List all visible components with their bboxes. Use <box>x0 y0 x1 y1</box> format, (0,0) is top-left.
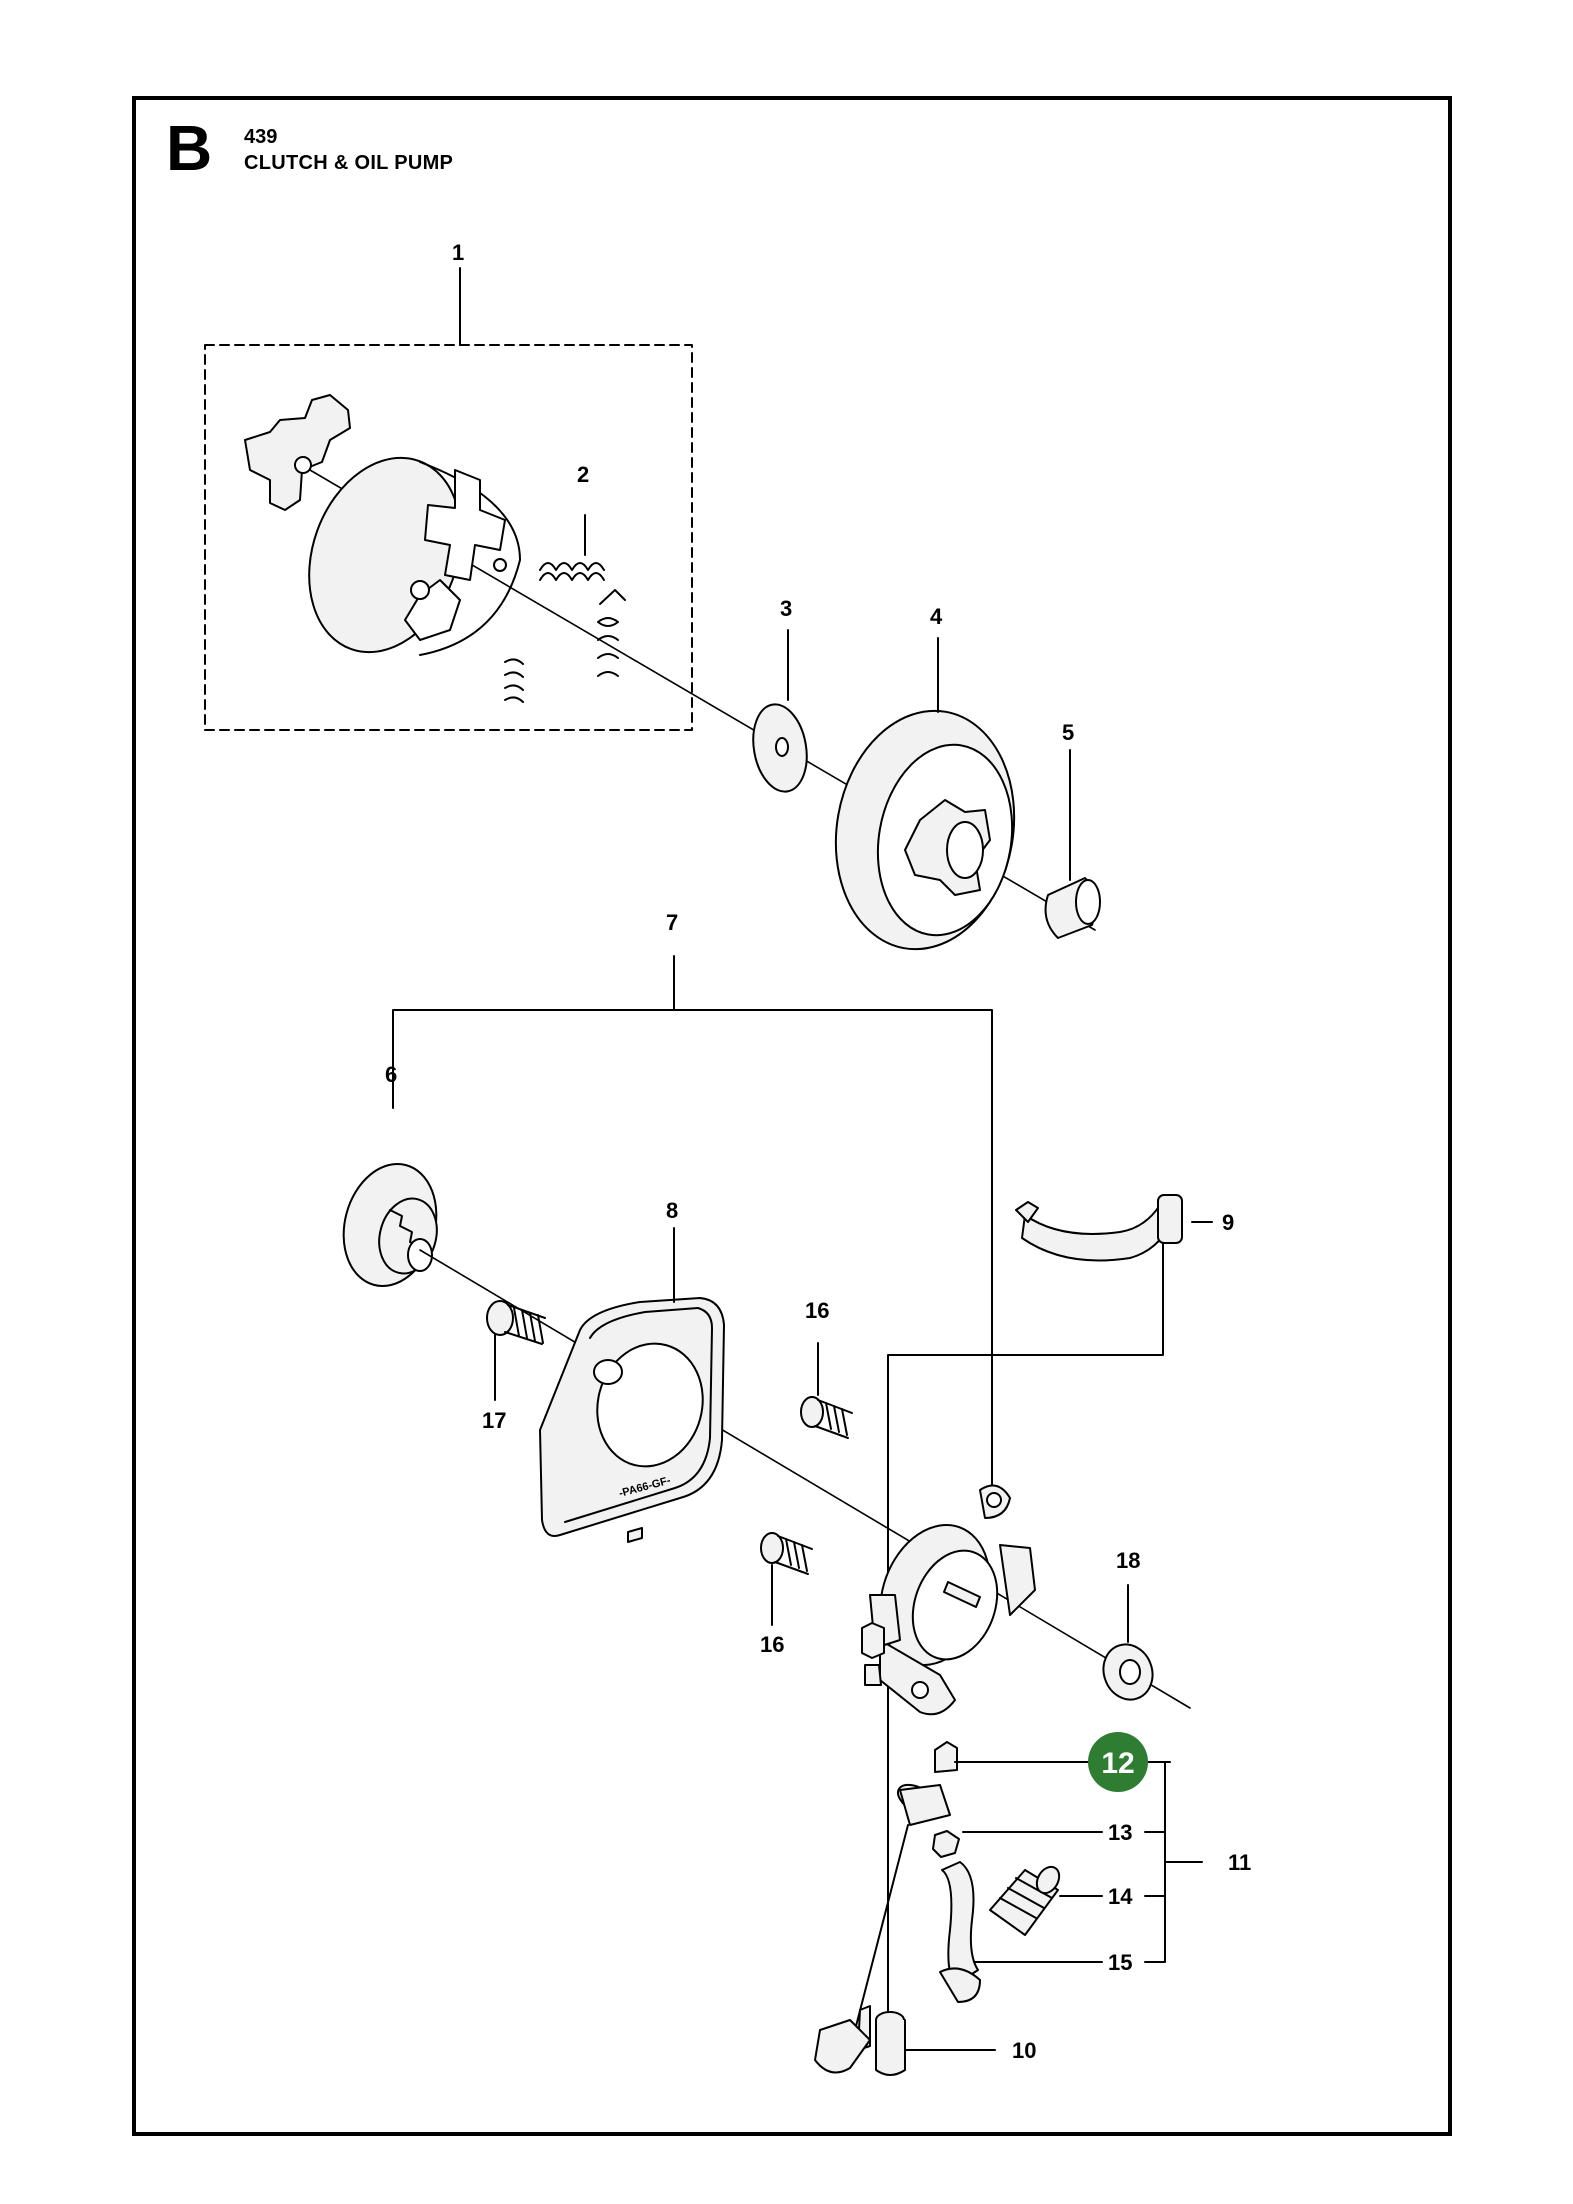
part-label-15[interactable]: 15 <box>1108 1950 1132 1975</box>
clutch-spring-part <box>504 562 626 703</box>
part-label-17[interactable]: 17 <box>482 1408 506 1433</box>
highlight-badge-12[interactable]: 12 <box>1088 1732 1148 1792</box>
cover-plate-part-8 <box>539 1297 725 1543</box>
bracket-11 <box>1144 1761 1166 1963</box>
oil-pump-body <box>861 1484 1036 1716</box>
page-title: CLUTCH & OIL PUMP <box>244 152 454 174</box>
washer-part-3 <box>752 703 808 793</box>
model-number: 439 <box>244 126 278 148</box>
part-label-16-upper[interactable]: 16 <box>805 1298 829 1323</box>
part-label-13[interactable]: 13 <box>1108 1820 1132 1845</box>
clutch-shoes-part <box>308 456 521 656</box>
part-label-5[interactable]: 5 <box>1062 720 1074 745</box>
screw-part-16-lower <box>760 1532 813 1575</box>
bracket-9-10 <box>887 1242 1164 2061</box>
drawing-frame <box>132 96 1452 2136</box>
part-label-18[interactable]: 18 <box>1116 1548 1140 1573</box>
highlight-circle <box>1088 1732 1148 1792</box>
part-label-9[interactable]: 9 <box>1222 1210 1234 1235</box>
part-label-3[interactable]: 3 <box>780 596 792 621</box>
pulley-part-6 <box>342 1162 438 1288</box>
part-label-4[interactable]: 4 <box>930 604 943 629</box>
needle-bearing-part-5 <box>1044 877 1101 939</box>
part-label-16-lower[interactable]: 16 <box>760 1632 784 1657</box>
oil-hose-part-15 <box>939 1861 981 2003</box>
seal-part-12 <box>897 1741 958 1826</box>
part-label-8[interactable]: 8 <box>666 1198 678 1223</box>
screw-part-17 <box>486 1300 546 1345</box>
screw-part-16-upper <box>800 1396 853 1439</box>
part-label-12[interactable]: 12 <box>1101 1747 1134 1780</box>
filter-part-14 <box>989 1865 1061 1936</box>
clutch-hub-part <box>244 394 351 511</box>
bracket-7 <box>392 1009 993 1496</box>
oil-tube-part-10 <box>814 2005 906 2076</box>
part-label-10[interactable]: 10 <box>1012 2038 1036 2063</box>
section-letter: B <box>166 112 213 184</box>
part-label-11[interactable]: 11 <box>1228 1850 1251 1875</box>
clutch-drum-part-4 <box>834 709 1016 951</box>
oil-pump-axis-line <box>419 1249 1191 1709</box>
hose-part-9 <box>1015 1194 1183 1262</box>
part-label-1[interactable]: 1 <box>452 240 464 265</box>
clutch-assembly-box <box>204 344 693 731</box>
part-label-2[interactable]: 2 <box>577 462 589 487</box>
part-label-6[interactable]: 6 <box>385 1062 397 1087</box>
pipe-line-10-12 <box>854 1824 909 2031</box>
part-label-14[interactable]: 14 <box>1108 1884 1133 1909</box>
washer-part-18 <box>1102 1643 1154 1701</box>
part-label-7[interactable]: 7 <box>666 910 678 935</box>
pipe-part-13 <box>932 1830 960 1858</box>
